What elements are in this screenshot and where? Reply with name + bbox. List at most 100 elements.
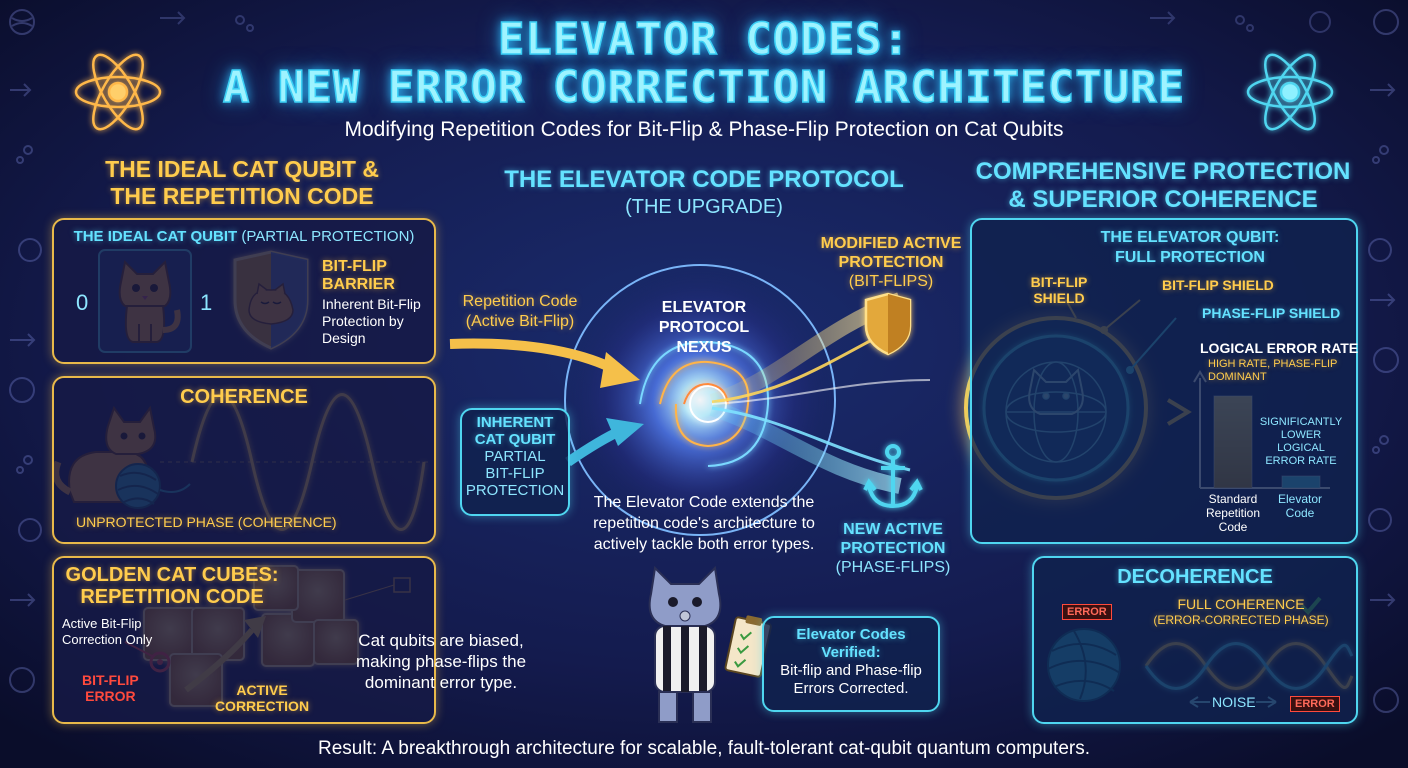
elevator-title-line1: THE ELEVATOR QUBIT: [1100, 229, 1280, 246]
verified-line2: Verified: [821, 644, 881, 661]
active-line2: CORRECTION [214, 698, 310, 714]
right-border-doodles [1368, 9, 1399, 713]
verified-panel [762, 616, 940, 712]
modified-shield-icon [864, 292, 912, 356]
new-line3: (PHASE-FLIPS) [835, 559, 951, 576]
right-heading-line1: COMPREHENSIVE PROTECTION [975, 158, 1351, 185]
bar2-label: Elevator Code [1270, 492, 1330, 520]
bias-line1: Cat qubits are biased, [358, 631, 524, 650]
left-heading-line2: THE REPETITION CODE [110, 183, 374, 209]
error-line2: ERROR [85, 688, 136, 704]
barrier-title-line1: BIT-FLIP [322, 258, 387, 275]
nexus-line3: NEXUS [676, 339, 732, 356]
new-line2: PROTECTION [840, 540, 946, 557]
inherent-line4: BIT-FLIP [485, 465, 545, 482]
extends-line2: repetition code's architecture to [593, 515, 815, 532]
low-line2: LOWER LOGICAL [1277, 429, 1325, 454]
ideal-title-bold: THE IDEAL CAT QUBIT [73, 228, 238, 245]
bar1-label: Standard Repetition Code [1200, 492, 1266, 534]
barrier-desc-line2: Protection by [322, 313, 404, 329]
nexus-label: ELEVATOR PROTOCOL NEXUS [640, 298, 768, 358]
barrier-title-line2: BARRIER [322, 276, 395, 293]
cubes-title: GOLDEN CAT CUBES: REPETITION CODE [62, 564, 282, 608]
low-line1: SIGNIFICANTLY [1259, 416, 1343, 428]
rep-code-label: Repetition Code (Active Bit-Flip) [450, 292, 590, 332]
error-rate-title: LOGICAL ERROR RATE [1200, 340, 1359, 356]
active-note-line1: Active Bit-Flip [62, 616, 142, 631]
state-one-label: 1 [200, 290, 213, 315]
main-title-line1: ELEVATOR CODES: [497, 13, 911, 66]
noise-label: NOISE [1212, 694, 1256, 710]
right-heading: COMPREHENSIVE PROTECTION & SUPERIOR COHE… [968, 158, 1358, 214]
active-note: Active Bit-Flip Correction Only [62, 616, 152, 648]
anchor-icon [863, 444, 923, 509]
bias-note: Cat qubits are biased, making phase-flip… [334, 630, 548, 693]
new-line1: NEW ACTIVE [843, 521, 943, 538]
barrier-desc-line1: Inherent Bit-Flip [322, 296, 421, 312]
shield-left-line2: SHIELD [1033, 290, 1085, 306]
left-heading: THE IDEAL CAT QUBIT & THE REPETITION COD… [52, 156, 432, 210]
ideal-panel-title: THE IDEAL CAT QUBIT (PARTIAL PROTECTION) [52, 228, 436, 245]
referee-cat-icon [648, 565, 722, 723]
new-protection-label: NEW ACTIVE PROTECTION (PHASE-FLIPS) [808, 520, 978, 577]
elevator-title-line2: FULL PROTECTION [1115, 249, 1265, 266]
coherence-caption: UNPROTECTED PHASE (COHERENCE) [76, 514, 337, 530]
center-subheading: (THE UPGRADE) [625, 196, 783, 218]
shield-left-label: BIT-FLIP SHIELD [1014, 274, 1104, 306]
verified-line4: Errors Corrected. [793, 680, 909, 697]
elevator-qubit-panel [970, 218, 1358, 544]
inherent-line3: PARTIAL [484, 448, 546, 465]
high-line2: DOMINANT [1208, 371, 1267, 383]
barrier-desc-line3: Design [322, 330, 366, 346]
extends-line1: The Elevator Code extends the [593, 494, 815, 511]
modified-line1: MODIFIED ACTIVE [820, 235, 962, 252]
bit-flip-barrier-title: BIT-FLIP BARRIER [322, 258, 395, 294]
inherent-line5: PROTECTION [465, 482, 565, 499]
low-rate-label: SIGNIFICANTLY LOWER LOGICAL ERROR RATE [1256, 416, 1346, 468]
rep-code-line2: (Active Bit-Flip) [465, 313, 575, 330]
full-line1: FULL COHERENCE [1177, 596, 1305, 612]
nexus-swirl [639, 340, 770, 467]
nexus-ring [564, 264, 836, 536]
high-line1: HIGH RATE, PHASE-FLIP [1208, 358, 1338, 370]
active-note-line2: Correction Only [62, 632, 153, 647]
state-zero-label: 0 [76, 290, 89, 315]
shield-right-label: BIT-FLIP SHIELD [1162, 277, 1274, 293]
verified-text: Elevator Codes Verified: Bit-flip and Ph… [762, 626, 940, 698]
phase-shield-label: PHASE-FLIP SHIELD [1202, 305, 1341, 321]
right-heading-line2: & SUPERIOR COHERENCE [1008, 186, 1318, 213]
modified-line3: (BIT-FLIPS) [848, 273, 934, 290]
bit-flip-barrier-desc: Inherent Bit-Flip Protection by Design [322, 296, 421, 347]
shield-left-line1: BIT-FLIP [1030, 274, 1088, 290]
left-border-doodles [9, 9, 42, 693]
low-line3: ERROR RATE [1265, 455, 1337, 467]
inherent-line2: CAT QUBIT [474, 431, 556, 448]
verified-line3: Bit-flip and Phase-flip [780, 662, 922, 679]
extends-line3: actively tackle both error types. [593, 536, 815, 553]
decoherence-error-tag: ERROR [1062, 604, 1112, 620]
nexus-line1: ELEVATOR [661, 299, 747, 316]
bar2-label-line2: Code [1285, 506, 1315, 520]
footer-result: Result: A breakthrough architecture for … [317, 738, 1091, 759]
inherent-cat-qubit-box [460, 408, 570, 516]
noise-error-tag: ERROR [1290, 696, 1340, 712]
bar1-label-line3: Code [1218, 520, 1248, 534]
left-heading-line1: THE IDEAL CAT QUBIT & [105, 156, 379, 182]
error-line1: BIT-FLIP [82, 672, 139, 688]
golden-cat-cubes-panel [52, 556, 436, 724]
atom-icon-right [1246, 53, 1334, 131]
main-title-line2: A NEW ERROR CORRECTION ARCHITECTURE [222, 61, 1186, 114]
extends-note: The Elevator Code extends the repetition… [574, 492, 834, 555]
inherent-text: INHERENT CAT QUBIT PARTIAL BIT-FLIP PROT… [460, 414, 570, 499]
ideal-title-light: (PARTIAL PROTECTION) [241, 228, 415, 245]
nexus-line2: PROTOCOL [658, 319, 750, 336]
bar2-label-line1: Elevator [1277, 492, 1323, 506]
decoherence-title: DECOHERENCE [1117, 566, 1273, 588]
coherence-panel [52, 376, 436, 544]
modified-line2: PROTECTION [838, 254, 944, 271]
subtitle: Modifying Repetition Codes for Bit-Flip … [344, 118, 1064, 141]
active-line1: ACTIVE [236, 682, 288, 698]
rep-code-line1: Repetition Code [462, 293, 578, 310]
full-coherence-label: FULL COHERENCE (ERROR-CORRECTED PHASE) [1146, 596, 1336, 628]
verified-line1: Elevator Codes [796, 626, 906, 643]
